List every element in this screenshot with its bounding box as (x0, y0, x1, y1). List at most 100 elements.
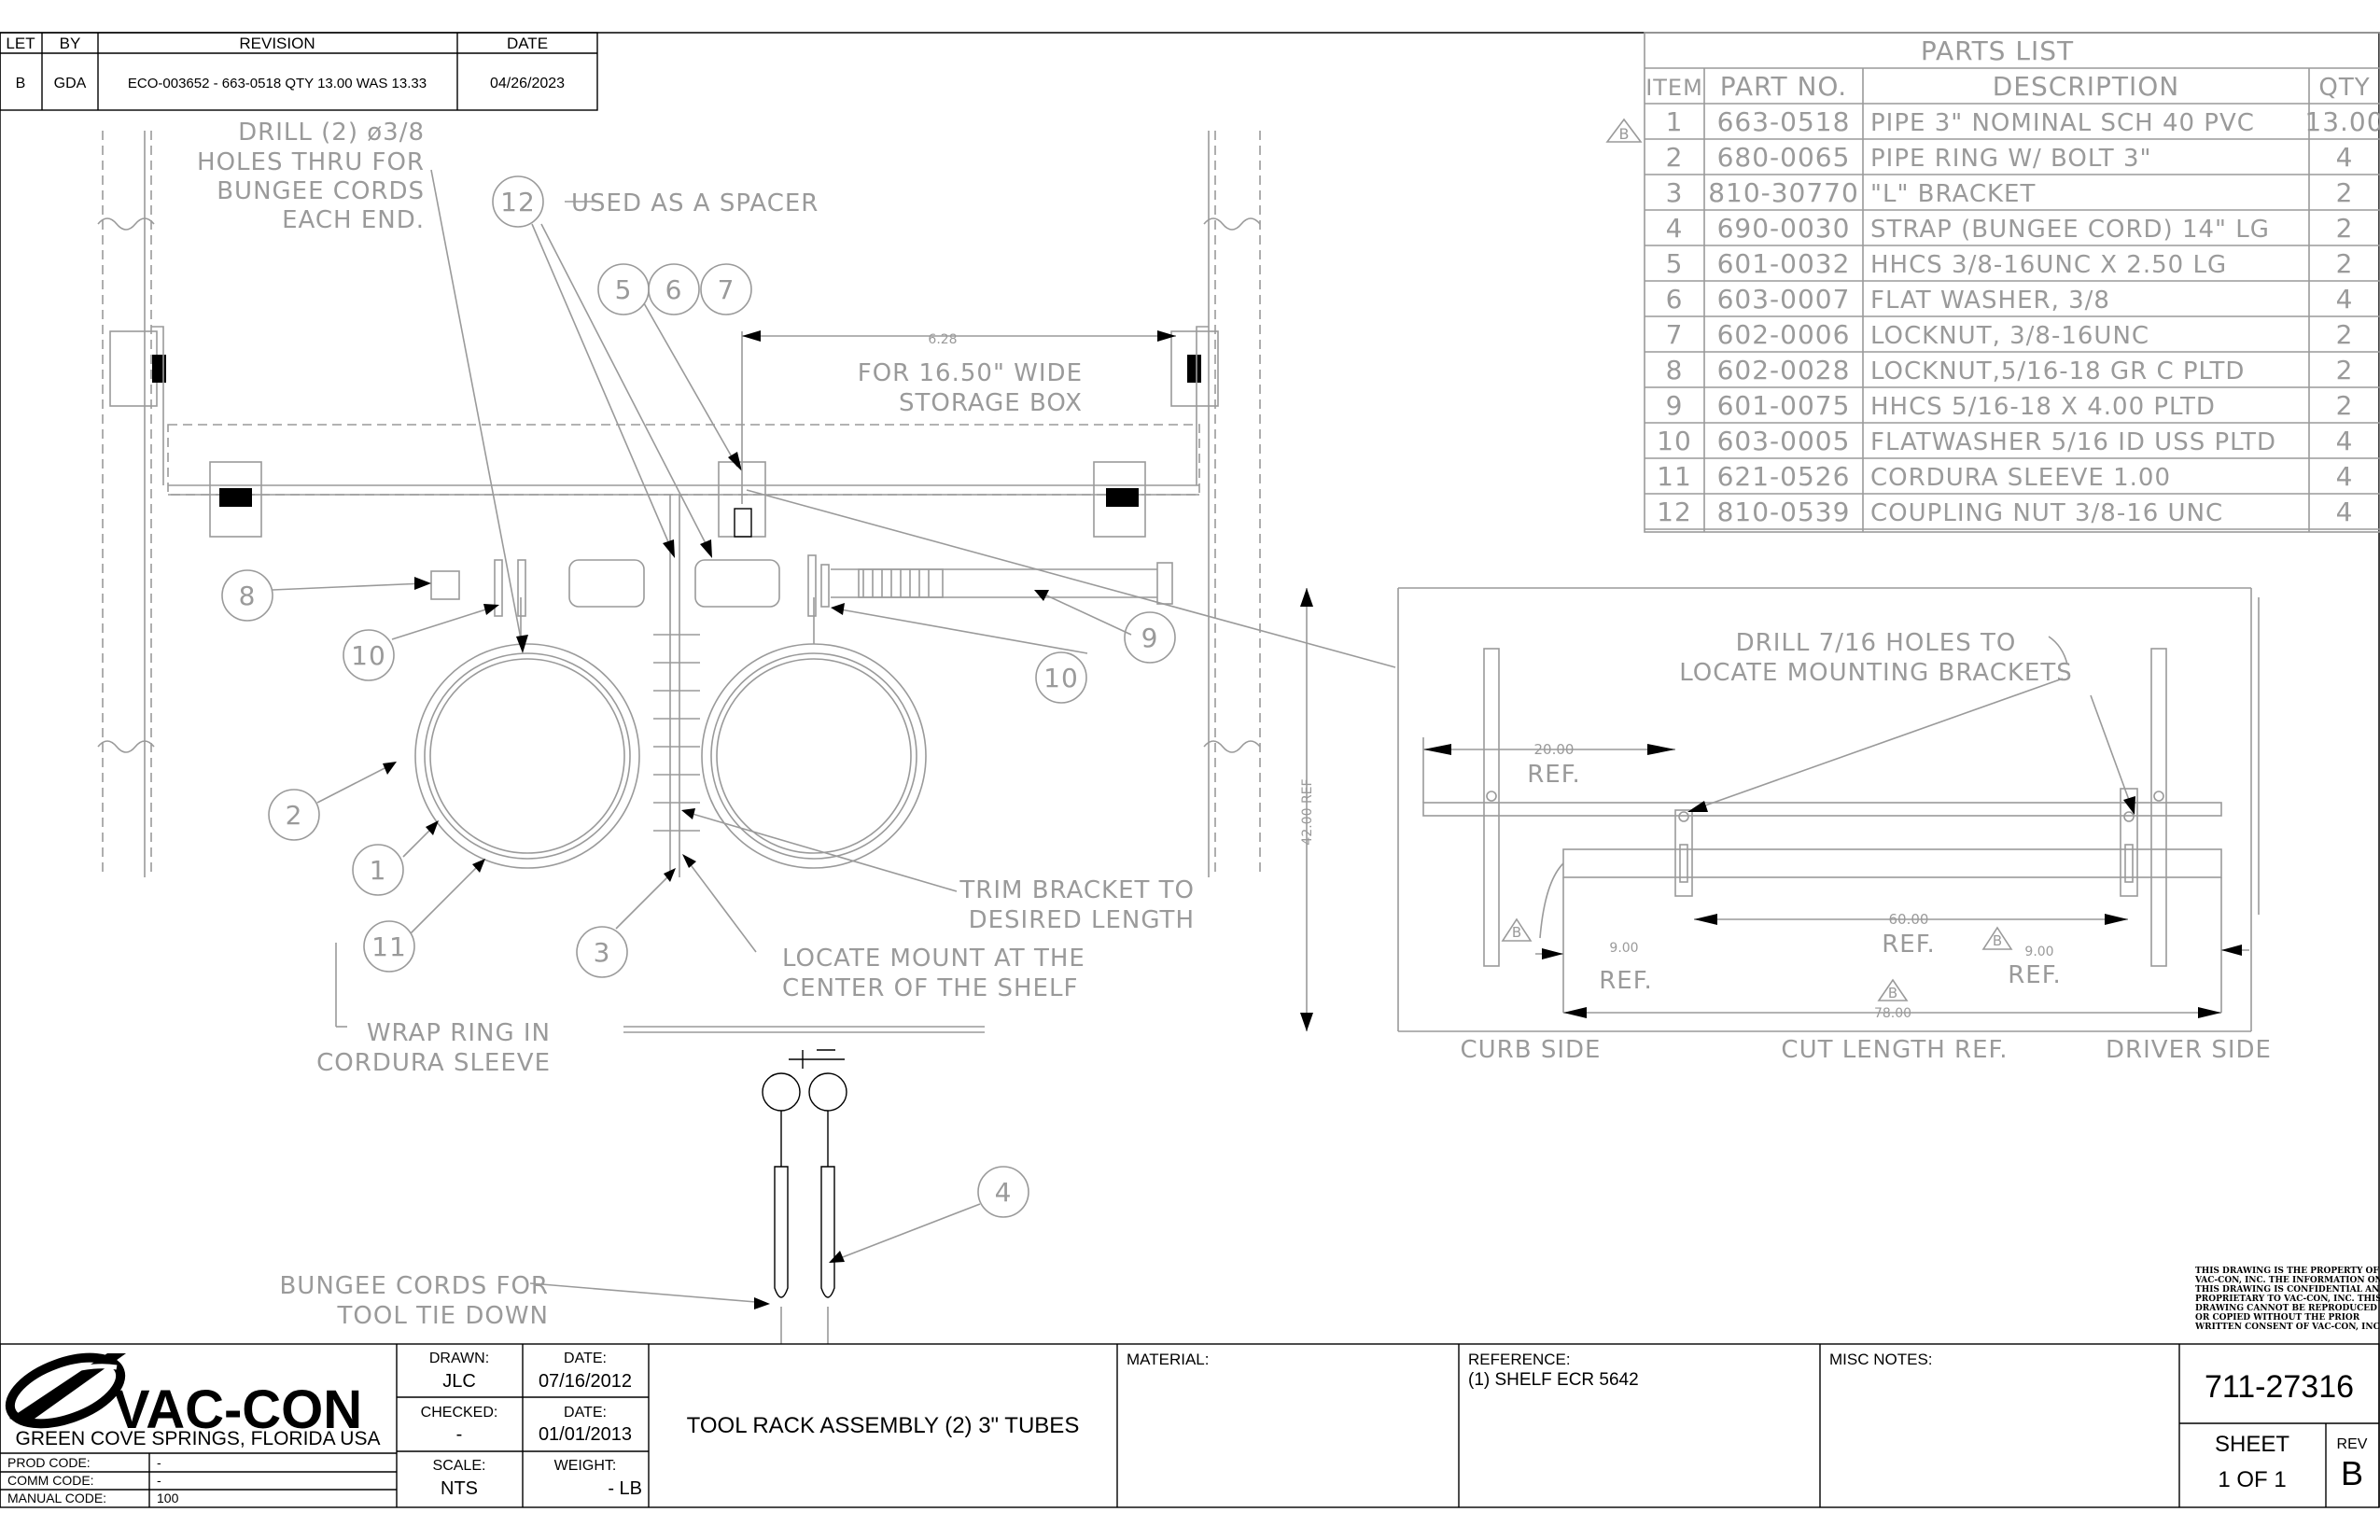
revision-table: LET BY REVISION DATE B GDA ECO-003652 - … (0, 32, 598, 111)
note-bungee-line2: TOOL TIE DOWN (337, 1302, 549, 1330)
balloon-3: 3 (594, 937, 611, 968)
rev-header-let: LET (6, 35, 35, 52)
note-trim-line2: DESIRED LENGTH (969, 906, 1195, 934)
parts-cell-part-no: 601-0075 (1717, 390, 1851, 421)
label-curb-side: CURB SIDE (1461, 1036, 1602, 1064)
note-trim-line1: TRIM BRACKET TO (959, 876, 1195, 904)
top-view: 42.00 REF 20.00 REF. 60.00 REF. B 9.00 R… (1300, 587, 2271, 1064)
note-drill-line3: BUNGEE CORDS (217, 177, 425, 205)
parts-cell-part-no: 602-0006 (1717, 319, 1851, 350)
rev-row-revision: ECO-003652 - 663-0518 QTY 13.00 WAS 13.3… (128, 76, 427, 91)
reference-label: REFERENCE: (1468, 1351, 1571, 1368)
parts-cell-description: PIPE RING W/ BOLT 3" (1870, 145, 2151, 173)
parts-list-title: PARTS LIST (1921, 35, 2074, 66)
parts-cell-item: 4 (1666, 213, 1684, 244)
rev-label: REV (2337, 1436, 2368, 1452)
balloon-1: 1 (370, 855, 387, 886)
dim-6-28: 6.28 (928, 332, 957, 347)
tri-b-1: B (1512, 924, 1521, 941)
comm-code-value: - (157, 1473, 161, 1488)
balloon-6: 6 (665, 274, 683, 305)
parts-cell-item: 1 (1666, 106, 1684, 137)
parts-cell-qty: 2 (2336, 248, 2354, 279)
rev-row-date: 04/26/2023 (490, 76, 565, 91)
drawn-label: DRAWN: (429, 1351, 489, 1366)
confidential-line: THIS DRAWING IS THE PROPERTY OF (2195, 1267, 2379, 1276)
note-locate-line1: LOCATE MOUNT AT THE (782, 945, 1085, 973)
parts-rev-marker-label: B (1619, 125, 1630, 143)
parts-cell-part-no: 690-0030 (1717, 213, 1851, 244)
dim-42: 42.00 REF (1300, 778, 1315, 845)
comm-code-label: COMM CODE: (7, 1473, 94, 1488)
parts-cell-qty: 13.00 (2304, 106, 2380, 137)
parts-cell-part-no: 810-30770 (1708, 177, 1859, 208)
parts-cell-qty: 2 (2336, 177, 2354, 208)
dim-20-ref: REF. (1527, 761, 1581, 789)
vac-con-logo: VAC-CON (5, 1352, 362, 1440)
drawing-title: TOOL RACK ASSEMBLY (2) 3" TUBES (687, 1413, 1080, 1438)
parts-cell-description: HHCS 3/8-16UNC X 2.50 LG (1870, 251, 2227, 279)
dim-9a-ref: REF. (1599, 967, 1653, 995)
balloon-7: 7 (718, 274, 735, 305)
weight-label: WEIGHT: (554, 1458, 617, 1474)
note-locate-line2: CENTER OF THE SHELF (782, 974, 1078, 1002)
balloon-4: 4 (995, 1177, 1013, 1208)
balloon-8: 8 (239, 581, 257, 611)
tri-b-2: B (1993, 932, 2002, 949)
note-storage-line1: FOR 16.50" WIDE (858, 359, 1083, 387)
confidential-line: DRAWING CANNOT BE REPRODUCED (2195, 1304, 2377, 1313)
parts-header-description: DESCRIPTION (1993, 71, 2180, 102)
note-drill-brackets-line1: DRILL 7/16 HOLES TO (1736, 629, 2017, 657)
note-storage-line2: STORAGE BOX (899, 389, 1083, 417)
parts-cell-description: COUPLING NUT 3/8-16 UNC (1870, 499, 2223, 527)
checked-label: CHECKED: (421, 1405, 498, 1421)
confidential-notice: THIS DRAWING IS THE PROPERTY OFVAC-CON, … (2194, 1267, 2380, 1332)
note-bungee-line1: BUNGEE CORDS FOR (279, 1272, 549, 1300)
parts-cell-qty: 4 (2336, 284, 2354, 315)
balloon-10b: 10 (1043, 663, 1079, 693)
parts-cell-part-no: 621-0526 (1717, 461, 1851, 492)
parts-cell-item: 10 (1657, 426, 1692, 456)
parts-header-item: ITEM (1645, 75, 1703, 101)
parts-cell-description: LOCKNUT,5/16-18 GR C PLTD (1870, 357, 2245, 385)
parts-cell-qty: 2 (2336, 355, 2354, 385)
leader-lines (272, 169, 1396, 1309)
parts-cell-item: 8 (1666, 355, 1684, 385)
parts-cell-part-no: 663-0518 (1717, 106, 1851, 137)
parts-rev-marker: B (1605, 118, 1643, 143)
note-wrap-line1: WRAP RING IN (367, 1019, 551, 1047)
company-location: GREEN COVE SPRINGS, FLORIDA USA (16, 1428, 381, 1449)
parts-cell-item: 12 (1657, 497, 1692, 527)
balloon-2: 2 (286, 800, 303, 831)
parts-cell-description: LOCKNUT, 3/8-16UNC (1870, 322, 2149, 350)
rev-row-let: B (16, 76, 26, 91)
title-block: VAC-CON GREEN COVE SPRINGS, FLORIDA USA … (0, 1343, 2380, 1508)
date2-value: 01/01/2013 (539, 1424, 632, 1445)
confidential-line: THIS DRAWING IS CONFIDENTIAL AND (2195, 1285, 2380, 1295)
parts-cell-description: FLAT WASHER, 3/8 (1870, 287, 2110, 315)
scale-value: NTS (441, 1478, 478, 1499)
balloons: 12 5 6 7 8 10 9 10 2 1 11 3 4 (221, 175, 1176, 1218)
balloon-11: 11 (371, 931, 407, 962)
parts-cell-description: "L" BRACKET (1870, 180, 2036, 208)
sheet-label: SHEET (2215, 1432, 2289, 1457)
parts-cell-part-no: 603-0005 (1717, 426, 1851, 456)
parts-cell-qty: 4 (2336, 497, 2354, 527)
balloon-10a: 10 (351, 640, 386, 671)
prod-code-value: - (157, 1455, 161, 1470)
note-spacer: USED AS A SPACER (571, 189, 819, 217)
note-drill-line2: HOLES THRU FOR (197, 148, 425, 176)
parts-cell-qty: 2 (2336, 213, 2354, 244)
material-label: MATERIAL: (1127, 1351, 1209, 1368)
company-name: VAC-CON (114, 1379, 362, 1440)
parts-cell-description: STRAP (BUNGEE CORD) 14" LG (1870, 216, 2270, 244)
misc-notes-label: MISC NOTES: (1829, 1351, 1933, 1368)
parts-cell-description: FLATWASHER 5/16 ID USS PLTD (1870, 428, 2276, 456)
front-view (97, 131, 1261, 1344)
note-wrap-line2: CORDURA SLEEVE (316, 1049, 551, 1077)
parts-cell-item: 2 (1666, 142, 1684, 173)
parts-cell-item: 7 (1666, 319, 1684, 350)
reference-value: (1) SHELF ECR 5642 (1468, 1370, 1639, 1390)
weight-value: - LB (608, 1478, 642, 1499)
